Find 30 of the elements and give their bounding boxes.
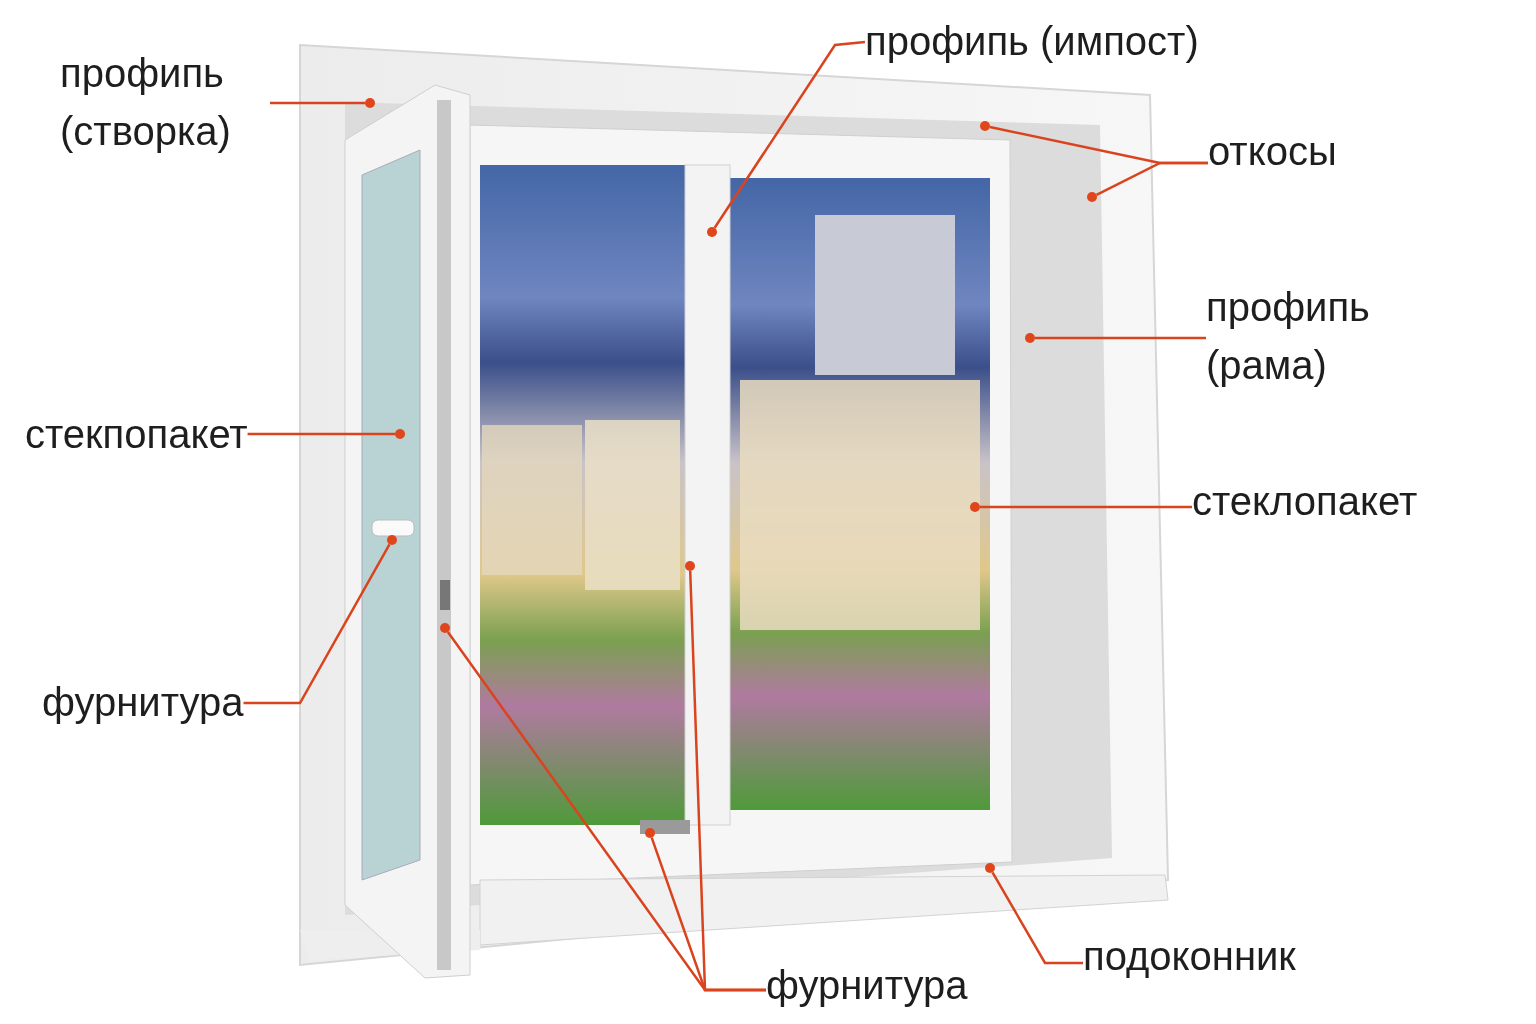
callout-label: стекпопакет	[25, 405, 248, 463]
leader-line	[980, 505, 1192, 509]
leader-line	[991, 871, 1083, 965]
callout-label: фурнитура	[42, 673, 244, 731]
leader-line	[243, 543, 391, 705]
callout-label: профипь (импост)	[865, 12, 1199, 70]
marker-dot	[1087, 192, 1097, 202]
leader-line	[247, 432, 395, 436]
marker-dot	[1025, 333, 1035, 343]
marker-dot	[980, 121, 990, 131]
callout-label: стеклопакет	[1192, 472, 1418, 530]
marker-dot	[970, 502, 980, 512]
marker-dot	[440, 623, 450, 633]
leader-line	[1035, 336, 1206, 340]
callout-label: профипь (створка)	[60, 44, 270, 160]
leader-line	[688, 570, 766, 992]
leader-line	[1095, 161, 1208, 196]
marker-dot	[387, 535, 397, 545]
callout-label: фурнитура	[766, 956, 968, 1014]
marker-dot	[985, 863, 995, 873]
marker-dot	[365, 98, 375, 108]
leader-line	[270, 101, 365, 105]
marker-dot	[685, 561, 695, 571]
leader-line	[713, 40, 866, 229]
marker-dot	[395, 429, 405, 439]
callout-label: подоконник	[1083, 927, 1296, 985]
marker-dot	[707, 227, 717, 237]
callout-label: профипь (рама)	[1206, 278, 1406, 394]
marker-dot	[645, 828, 655, 838]
callout-label: откосы	[1208, 122, 1337, 180]
